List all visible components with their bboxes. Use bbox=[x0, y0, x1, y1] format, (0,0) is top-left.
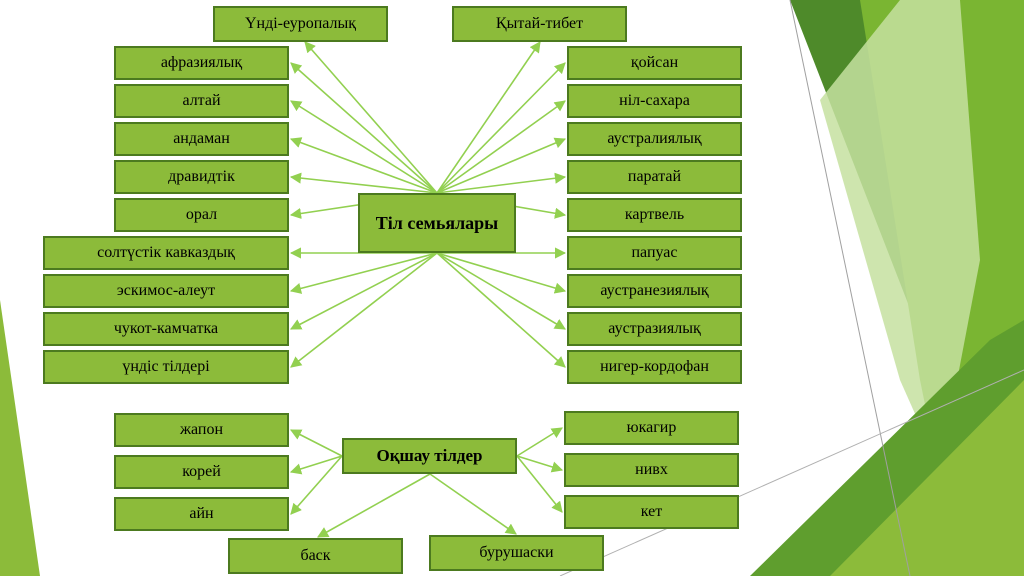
family-right: папуас bbox=[567, 236, 742, 270]
family-right: аустразиялық bbox=[567, 312, 742, 346]
connector-arrow bbox=[289, 455, 343, 475]
family-top-left: Үнді-еуропалық bbox=[213, 6, 388, 42]
decor-right-light bbox=[820, 0, 980, 470]
family-right: паратай bbox=[567, 160, 742, 194]
connector-arrow bbox=[516, 455, 563, 513]
connector-arrow bbox=[289, 252, 438, 294]
family-right: қойсан bbox=[567, 46, 742, 80]
connector-arrow bbox=[436, 252, 566, 330]
isolate-bottom: бурушаски bbox=[429, 535, 604, 571]
family-left: орал bbox=[114, 198, 289, 232]
connector-arrow bbox=[304, 41, 438, 194]
family-left: андаман bbox=[114, 122, 289, 156]
decor-left-stripe bbox=[0, 300, 40, 576]
connector-arrow bbox=[290, 252, 438, 368]
isolate-left: корей bbox=[114, 455, 289, 489]
connector-arrow bbox=[290, 252, 438, 330]
isolate-left: айн bbox=[114, 497, 289, 531]
connector-arrow bbox=[290, 429, 343, 457]
family-left: үндіс тілдері bbox=[43, 350, 289, 384]
connector-arrow bbox=[317, 473, 431, 538]
connector-arrow bbox=[436, 41, 541, 194]
family-left: афразиялық bbox=[114, 46, 289, 80]
family-right: картвель bbox=[567, 198, 742, 232]
connector-arrow bbox=[429, 473, 517, 535]
family-left: чукот-камчатка bbox=[43, 312, 289, 346]
family-right: аустралиялық bbox=[567, 122, 742, 156]
connector-arrow bbox=[436, 100, 566, 194]
connector-arrow bbox=[436, 252, 566, 368]
center-language-families: Тіл семьялары bbox=[358, 193, 516, 253]
decor-bottom-right-2 bbox=[830, 380, 1024, 576]
connector-arrow bbox=[290, 100, 438, 194]
connector-arrow bbox=[436, 172, 567, 194]
isolate-right: нивх bbox=[564, 453, 739, 487]
connector-arrow bbox=[289, 137, 438, 194]
connector-arrow bbox=[436, 137, 567, 194]
isolate-right: юкагир bbox=[564, 411, 739, 445]
family-left: алтай bbox=[114, 84, 289, 118]
decor-line-2 bbox=[559, 369, 1024, 576]
family-right: аустранезиялық bbox=[567, 274, 742, 308]
family-right: нигер-кордофан bbox=[567, 350, 742, 384]
family-right: ніл-сахара bbox=[567, 84, 742, 118]
isolate-bottom: баск bbox=[228, 538, 403, 574]
connector-arrow bbox=[516, 427, 563, 457]
family-left: дравидтік bbox=[114, 160, 289, 194]
connector-arrow bbox=[436, 252, 567, 294]
family-top-right: Қытай-тибет bbox=[452, 6, 627, 42]
family-left: эскимос-алеут bbox=[43, 274, 289, 308]
family-left: солтүстік кавказдық bbox=[43, 236, 289, 270]
connector-arrow bbox=[516, 455, 564, 473]
connector-arrow bbox=[290, 62, 438, 194]
isolate-right: кет bbox=[564, 495, 739, 529]
decor-line-1 bbox=[789, 0, 911, 576]
connector-arrow bbox=[289, 172, 438, 194]
connector-arrow bbox=[290, 455, 343, 515]
center-isolates: Оқшау тілдер bbox=[342, 438, 517, 474]
isolate-left: жапон bbox=[114, 413, 289, 447]
connector-arrow bbox=[436, 62, 566, 194]
